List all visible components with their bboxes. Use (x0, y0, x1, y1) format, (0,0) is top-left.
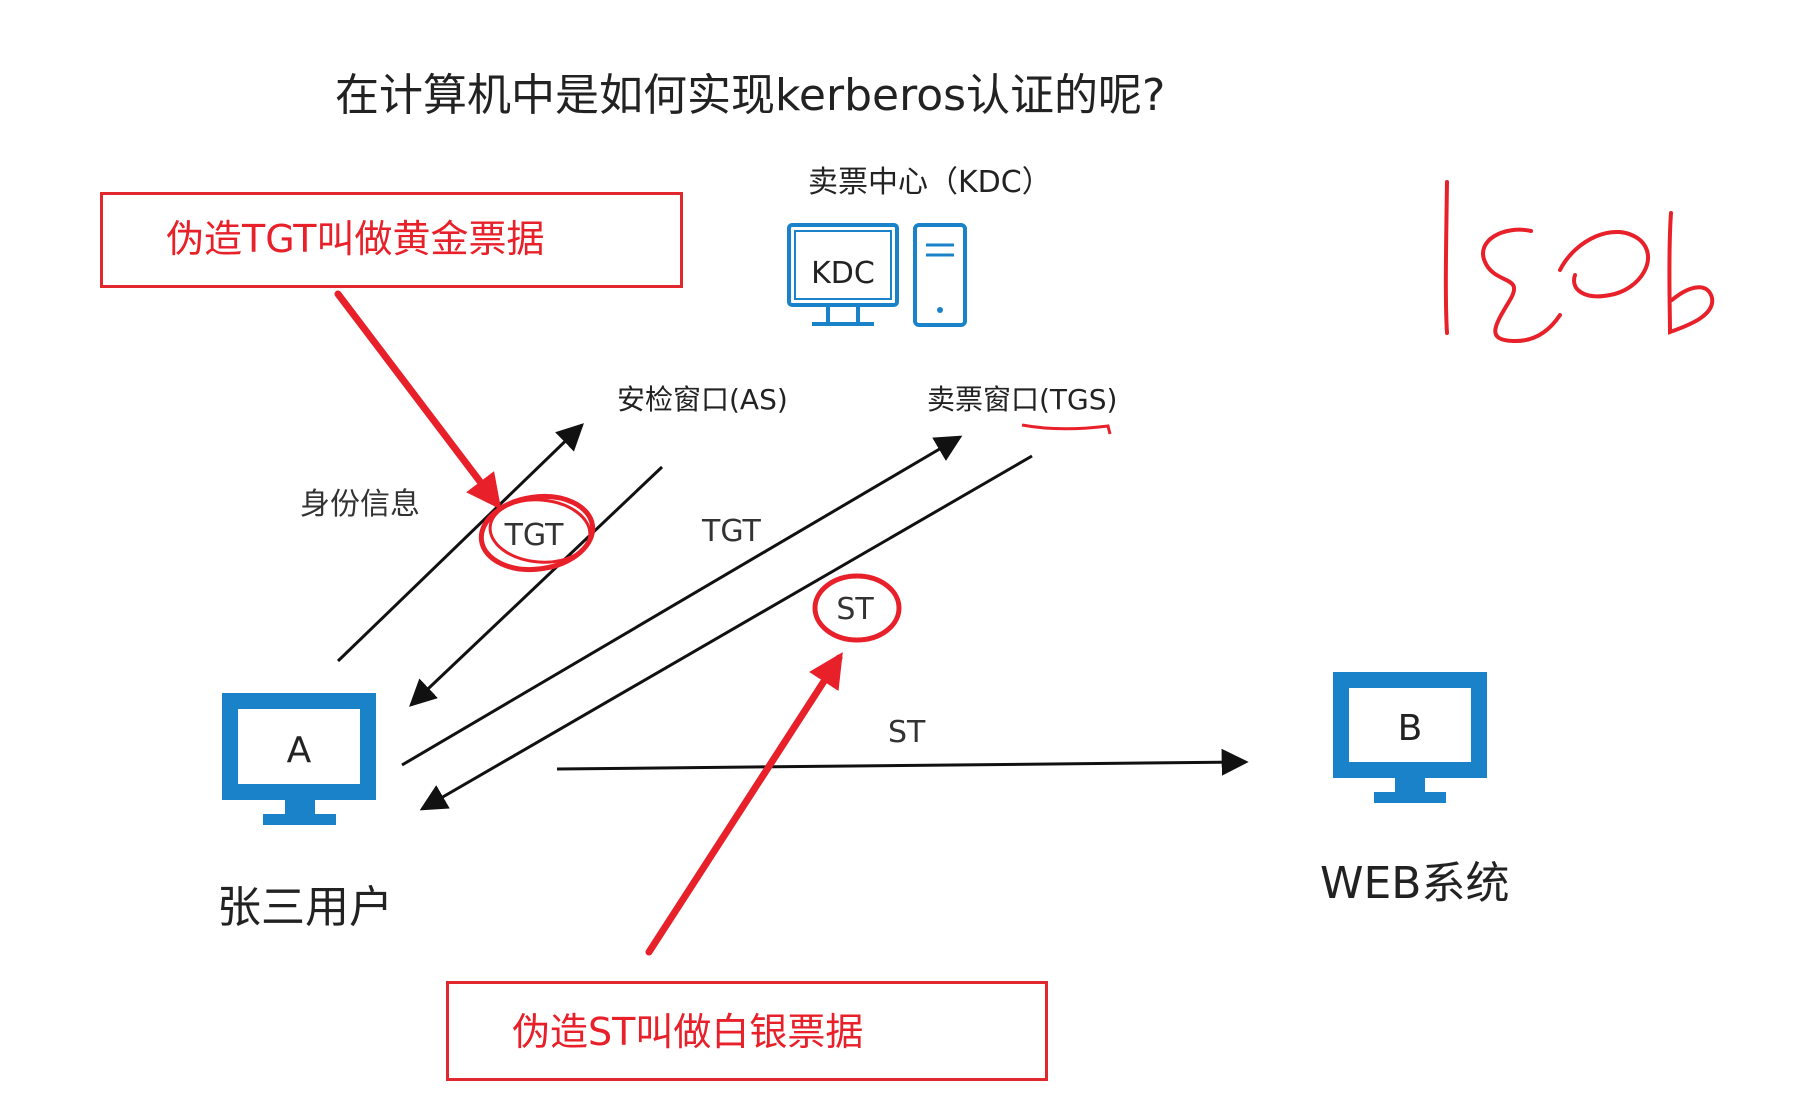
silver-ticket-label: 伪造ST叫做白银票据 (512, 1010, 864, 1054)
tgt-circle-annotation: TGT (478, 494, 596, 572)
identity-info-arrow (336, 423, 584, 663)
tgt-label: TGT (702, 514, 761, 549)
server-tower-icon (913, 223, 967, 327)
golden-ticket-label: 伪造TGT叫做黄金票据 (166, 217, 545, 261)
tgs-window-label: 卖票窗口(TGS) (927, 383, 1118, 416)
tgt-to-tgs-arrow (401, 435, 963, 767)
st-return-arrow (419, 454, 1033, 811)
server-monitor-text: B (1398, 708, 1423, 749)
kdc-monitor-icon: KDC (787, 223, 899, 326)
st-to-web-arrow (556, 748, 1249, 776)
kdc-monitor-text: KDC (811, 256, 875, 291)
identity-info-label: 身份信息 (300, 487, 420, 522)
page-title: 在计算机中是如何实现kerberos认证的呢? (335, 70, 1166, 121)
st-label: ST (888, 715, 926, 750)
silver-ticket-box (446, 981, 1048, 1081)
silver-ticket-arrow (645, 652, 843, 956)
st-circled-text: ST (836, 592, 874, 627)
kdc-label: 卖票中心（KDC） (808, 165, 1052, 200)
client-label: 张三用户 (217, 882, 393, 933)
golden-ticket-box (100, 192, 683, 288)
tgt-return-arrow (409, 465, 664, 707)
client-monitor-icon: A (222, 693, 376, 825)
web-server-monitor-icon: B (1333, 672, 1487, 803)
tgt-circled-text: TGT (504, 518, 565, 553)
golden-ticket-arrow (334, 290, 502, 510)
client-monitor-text: A (287, 730, 312, 771)
as-window-label: 安检窗口(AS) (617, 383, 788, 416)
st-circle-annotation: ST (812, 573, 902, 643)
handwritten-scribble (1443, 180, 1715, 344)
tgs-underline (1021, 423, 1112, 435)
server-label: WEB系统 (1320, 858, 1510, 909)
